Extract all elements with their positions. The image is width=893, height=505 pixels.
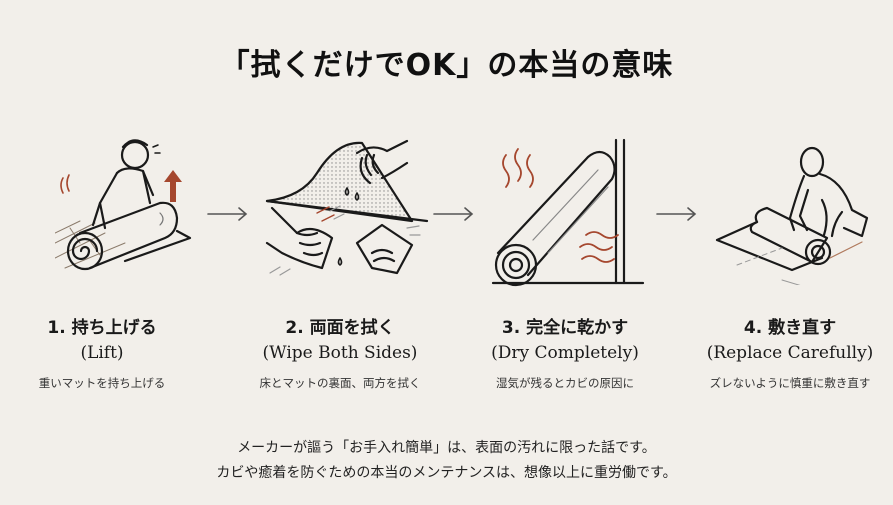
up-arrow-icon — [162, 168, 184, 204]
arrow-right-icon — [206, 204, 250, 224]
step-heading: 4. 敷き直す — [743, 318, 837, 338]
footer-line-1: メーカーが謳う「お手入れ簡単」は、表面の汚れに限った話です。 — [237, 440, 656, 456]
footer-note: メーカーが謳う「お手入れ簡単」は、表面の汚れに限った話です。 カビや癒着を防ぐた… — [0, 436, 893, 486]
arrow-right-icon — [432, 204, 476, 224]
step-description: 床とマットの裏面、両方を拭く — [259, 376, 421, 390]
step-english: (Replace Carefully) — [706, 343, 874, 363]
step-heading: 3. 完全に乾かす — [501, 318, 629, 338]
step-4: 4. 敷き直す (Replace Carefully) ズレないように慎重に敷き… — [680, 316, 893, 391]
wipe-both-sides-icon — [262, 133, 442, 278]
step-heading: 2. 両面を拭く — [285, 318, 395, 338]
step-1: 1. 持ち上げる (Lift) 重いマットを持ち上げる — [0, 316, 212, 391]
step-description: 重いマットを持ち上げる — [38, 376, 166, 390]
lift-mat-icon — [55, 133, 205, 273]
page-title: 「拭くだけでOK」の本当の意味 — [219, 48, 674, 83]
step-description: 湿気が残るとカビの原因に — [496, 376, 634, 390]
dry-completely-icon — [488, 135, 648, 290]
step-english: (Wipe Both Sides) — [262, 343, 418, 363]
footer-line-2: カビや癒着を防ぐための本当のメンテナンスは、想像以上に重労働です。 — [216, 465, 677, 481]
step-2: 2. 両面を拭く (Wipe Both Sides) 床とマットの裏面、両方を拭… — [230, 316, 450, 391]
replace-carefully-icon — [712, 140, 872, 285]
step-3: 3. 完全に乾かす (Dry Completely) 湿気が残るとカビの原因に — [455, 316, 675, 391]
step-heading: 1. 持ち上げる — [47, 318, 157, 338]
step-description: ズレないように慎重に敷き直す — [709, 376, 871, 390]
arrow-right-icon — [655, 204, 699, 224]
step-english: (Lift) — [80, 343, 124, 363]
step-english: (Dry Completely) — [491, 343, 639, 363]
